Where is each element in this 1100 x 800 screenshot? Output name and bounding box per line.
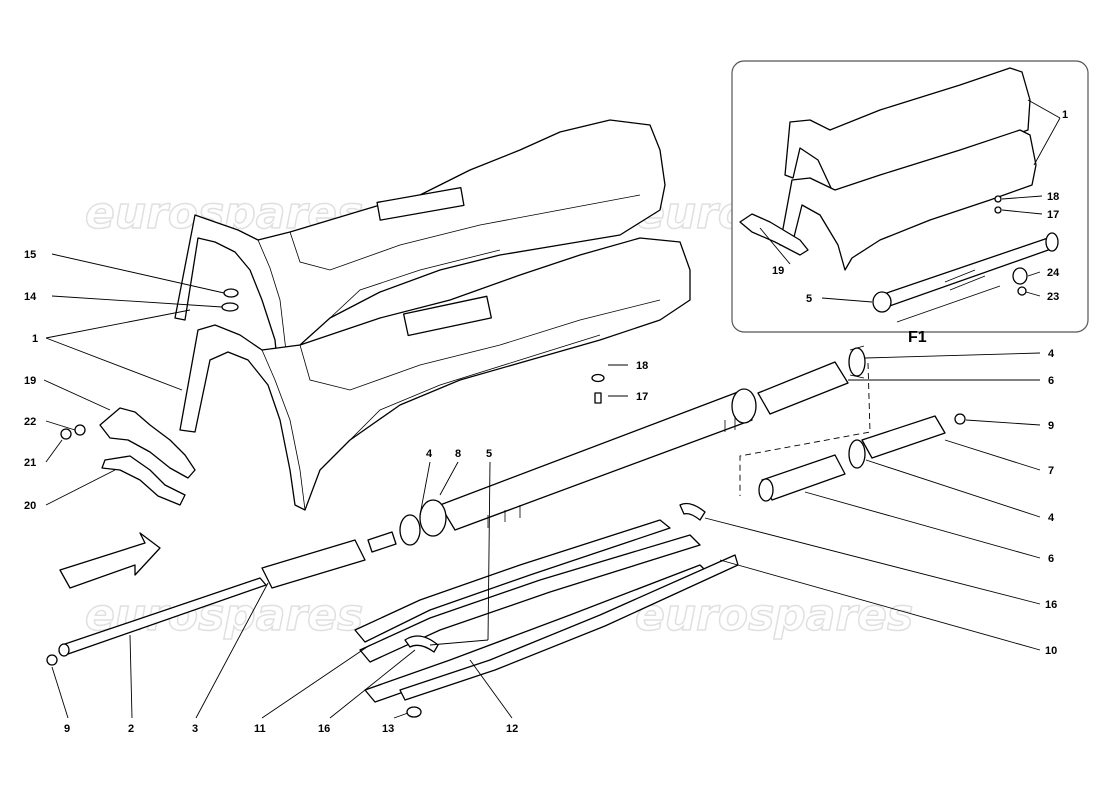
callout-9-b: 9 [64,723,70,735]
callout-18: 18 [636,360,648,372]
callout-19: 19 [24,375,36,387]
group-bracket-dashed [739,362,871,496]
callout-16-b: 16 [318,723,330,735]
callout-10: 10 [1045,645,1057,657]
inset-callout-19: 19 [772,265,784,277]
callout-3: 3 [192,723,198,735]
inset-f1: 1 18 17 19 24 5 23 F1 [731,60,1089,346]
callout-20: 20 [24,500,36,512]
sleeve-3 [261,539,366,589]
seal-16-right [679,502,706,521]
inset-title-f1: F1 [908,329,927,346]
gear-4-right [848,439,866,469]
leader-lines [43,253,1041,719]
callout-22: 22 [24,416,36,428]
inset-lower-cover [779,129,1037,271]
bracket-19 [99,407,196,479]
callout-6-b: 6 [1048,553,1054,565]
lower-cover-part [179,237,691,511]
callout-7: 7 [1048,465,1054,477]
main-tube-5 [419,388,757,537]
inset-callout-23: 23 [1047,291,1059,303]
callout-9-a: 9 [1048,420,1054,432]
plug-13 [406,706,422,718]
front-direction-arrow-icon [59,532,161,589]
inset-callout-17: 17 [1047,209,1059,221]
inset-callout-5: 5 [806,293,812,305]
callout-2: 2 [128,723,134,735]
upper-cover-part [174,119,666,391]
gear-4-left [399,514,421,546]
half-clamp-20 [101,455,186,506]
callout-5: 5 [486,448,492,460]
inset-callout-24: 24 [1047,267,1060,279]
inset-washer-18 [994,195,1002,203]
callout-13: 13 [382,723,394,735]
screw-17 [594,392,602,404]
seal-16-left [404,635,439,653]
cap-9-left [46,654,58,666]
callout-6-a: 6 [1048,375,1054,387]
washer-14 [221,302,239,312]
inset-underline [896,285,1001,323]
upper-sleeve-assembly [757,345,866,415]
callout-4-c: 4 [426,448,433,460]
callout-4-b: 4 [1048,512,1055,524]
bracket-assembly [60,407,196,506]
callouts: 15 14 1 19 22 21 20 18 17 4 6 9 7 4 6 16… [24,249,1057,735]
callout-11: 11 [254,723,266,735]
right-loose-parts [758,413,966,502]
inset-callout-18: 18 [1047,191,1059,203]
cable-assembly [46,514,421,666]
sleeve-6-lower [761,454,846,501]
washer-15 [223,288,239,298]
callout-21: 21 [24,457,36,469]
callout-4-a: 4 [1048,348,1055,360]
washer-22 [74,424,86,436]
washer-18 [591,373,605,383]
cap-9-right [954,413,966,425]
inset-bracket-19 [739,213,809,256]
inset-nut-23 [1017,286,1027,296]
callout-15: 15 [24,249,36,261]
callout-8: 8 [455,448,461,460]
watermark-bottom-right: eurospares [635,590,913,641]
callout-12: 12 [506,723,518,735]
callout-17: 17 [636,391,648,403]
sleeve-7 [861,415,946,459]
callout-16-a: 16 [1045,599,1057,611]
callout-14: 14 [24,291,37,303]
callout-1: 1 [32,333,38,345]
pipe-11 [354,519,671,643]
inset-clip-24 [1012,267,1028,285]
inset-screw-17 [994,206,1002,214]
nut-21 [60,428,72,440]
inset-callout-1: 1 [1062,109,1068,121]
